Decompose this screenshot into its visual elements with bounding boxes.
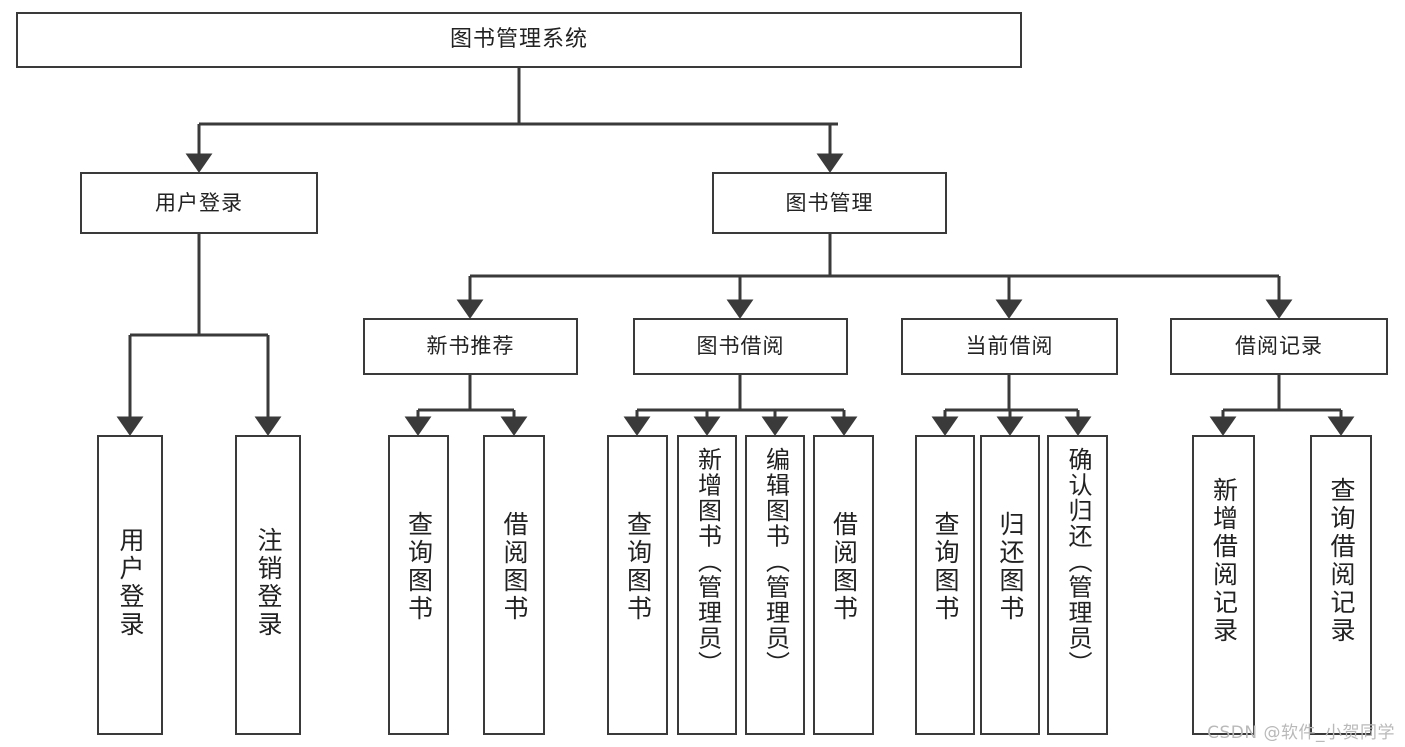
node-leaf-logout-label: 注销登录 bbox=[254, 527, 283, 639]
node-leaf-borrow-book-1-label: 借阅图书 bbox=[500, 511, 529, 623]
node-root-label: 图书管理系统 bbox=[449, 27, 588, 53]
node-book-borrow[interactable]: 图书借阅 bbox=[633, 318, 848, 375]
node-root[interactable]: 图书管理系统 bbox=[16, 12, 1022, 68]
node-leaf-add-record-label: 新增借阅记录 bbox=[1209, 477, 1239, 645]
node-current-borrow[interactable]: 当前借阅 bbox=[901, 318, 1118, 375]
node-book-borrow-label: 图书借阅 bbox=[696, 334, 785, 359]
node-book-manage-label: 图书管理 bbox=[785, 190, 874, 215]
node-leaf-confirm-return-label: 确认归还（管理员） bbox=[1063, 447, 1092, 677]
node-leaf-user-login[interactable]: 用户登录 bbox=[97, 435, 163, 735]
node-leaf-query-record[interactable]: 查询借阅记录 bbox=[1310, 435, 1372, 735]
node-borrow-record-label: 借阅记录 bbox=[1235, 334, 1323, 359]
node-borrow-record[interactable]: 借阅记录 bbox=[1170, 318, 1388, 375]
node-leaf-return-book-label: 归还图书 bbox=[996, 511, 1025, 623]
node-leaf-return-book[interactable]: 归还图书 bbox=[980, 435, 1040, 735]
node-leaf-borrow-book-1[interactable]: 借阅图书 bbox=[483, 435, 545, 735]
node-user-login[interactable]: 用户登录 bbox=[80, 172, 318, 234]
node-leaf-query-book-1-label: 查询图书 bbox=[404, 511, 434, 623]
node-leaf-logout[interactable]: 注销登录 bbox=[235, 435, 301, 735]
node-leaf-edit-book-label: 编辑图书（管理员） bbox=[761, 447, 790, 677]
node-leaf-borrow-book-2-label: 借阅图书 bbox=[829, 511, 859, 623]
node-leaf-add-book-label: 新增图书（管理员） bbox=[693, 447, 722, 677]
node-leaf-add-record[interactable]: 新增借阅记录 bbox=[1192, 435, 1255, 735]
node-current-borrow-label: 当前借阅 bbox=[965, 334, 1054, 359]
node-new-book-rec[interactable]: 新书推荐 bbox=[363, 318, 578, 375]
node-leaf-add-book[interactable]: 新增图书（管理员） bbox=[677, 435, 737, 735]
node-new-book-rec-label: 新书推荐 bbox=[426, 334, 515, 359]
node-user-login-label: 用户登录 bbox=[155, 190, 243, 215]
node-leaf-query-book-2[interactable]: 查询图书 bbox=[607, 435, 668, 735]
node-leaf-query-book-1[interactable]: 查询图书 bbox=[388, 435, 449, 735]
node-book-manage[interactable]: 图书管理 bbox=[712, 172, 947, 234]
node-leaf-query-book-2-label: 查询图书 bbox=[623, 511, 653, 623]
node-leaf-confirm-return[interactable]: 确认归还（管理员） bbox=[1047, 435, 1108, 735]
node-leaf-query-record-label: 查询借阅记录 bbox=[1327, 477, 1356, 645]
node-leaf-borrow-book-2[interactable]: 借阅图书 bbox=[813, 435, 874, 735]
node-leaf-query-book-3[interactable]: 查询图书 bbox=[915, 435, 975, 735]
node-leaf-query-book-3-label: 查询图书 bbox=[931, 511, 960, 623]
node-leaf-edit-book[interactable]: 编辑图书（管理员） bbox=[745, 435, 805, 735]
node-leaf-user-login-label: 用户登录 bbox=[116, 527, 145, 639]
